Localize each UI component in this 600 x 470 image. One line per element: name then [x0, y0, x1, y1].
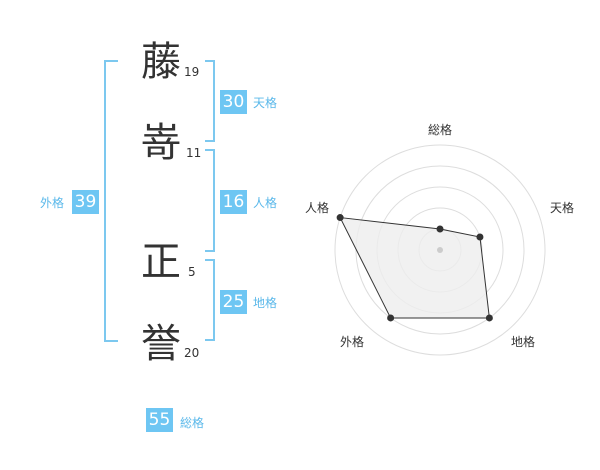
tenkaku-bracket — [205, 60, 215, 142]
radar-label-tenkaku: 天格 — [550, 201, 575, 215]
stroke-count-2: 11 — [186, 146, 202, 160]
stroke-count-4: 20 — [184, 346, 200, 360]
radar-label-gaikaku: 外格 — [340, 335, 365, 349]
tenkaku-value: 30 — [220, 90, 247, 114]
radar-label-chikaku: 地格 — [511, 335, 536, 349]
radar-label-jinkaku: 人格 — [305, 201, 330, 215]
soukaku-label: 総格 — [180, 416, 205, 430]
chikaku-label: 地格 — [253, 296, 278, 310]
stroke-count-1: 19 — [184, 65, 200, 79]
chikaku-value: 25 — [220, 290, 247, 314]
jinkaku-label: 人格 — [253, 196, 278, 210]
radar-area — [339, 216, 490, 319]
radar-label-soukaku: 総格 — [428, 123, 453, 137]
gaikaku-label: 外格 — [40, 196, 65, 210]
jinkaku-bracket — [205, 149, 215, 252]
chikaku-bracket — [205, 259, 215, 341]
radar-point-2 — [476, 233, 484, 241]
soukaku-value: 55 — [146, 408, 173, 432]
radar-point-5 — [336, 214, 344, 222]
gaikaku-value: 39 — [72, 190, 99, 214]
gaikaku-bracket — [104, 60, 118, 342]
name-char-4: 誉 — [141, 321, 181, 367]
name-char-2: 嵜 — [141, 120, 181, 166]
stroke-count-3: 5 — [188, 265, 196, 279]
name-char-1: 藤 — [141, 39, 181, 85]
name-char-3: 正 — [141, 239, 181, 285]
radar-point-3 — [485, 314, 493, 322]
jinkaku-value: 16 — [220, 190, 247, 214]
radar-center — [437, 247, 443, 253]
tenkaku-label: 天格 — [253, 96, 278, 110]
radar-point-4 — [387, 314, 395, 322]
radar-point-1 — [436, 225, 444, 233]
radar-ring — [334, 144, 546, 356]
